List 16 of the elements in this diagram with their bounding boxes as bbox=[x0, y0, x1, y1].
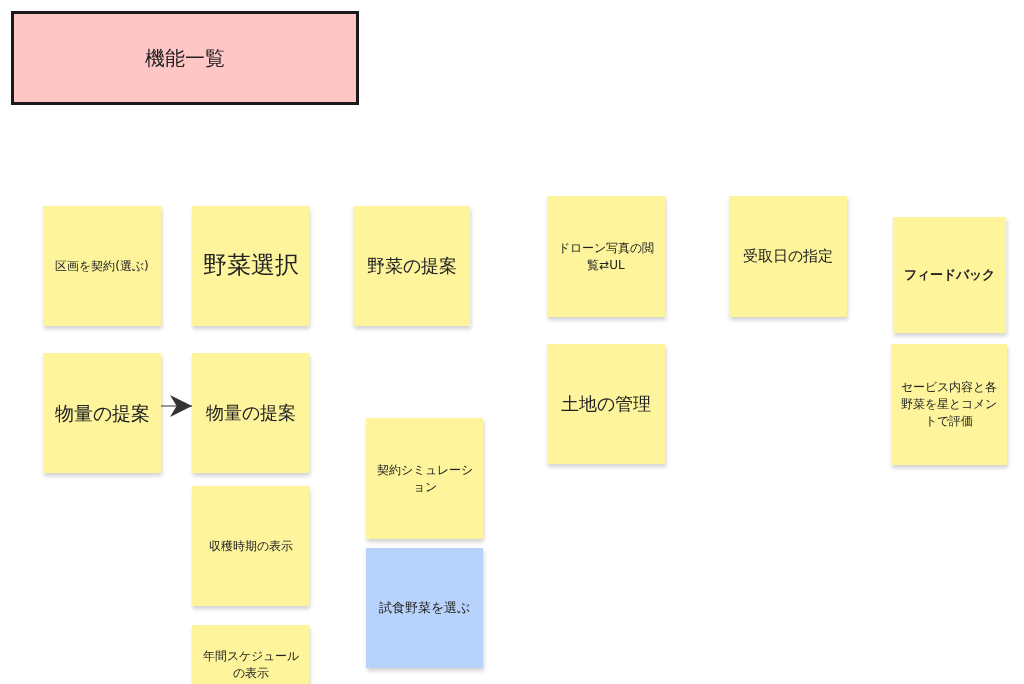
title-box: 機能一覧 bbox=[11, 11, 359, 105]
sticky-note: 年間スケジュールの表示 bbox=[192, 625, 309, 684]
sticky-note: 区画を契約(選ぶ) bbox=[43, 206, 161, 326]
sticky-note: 物量の提案 bbox=[43, 353, 161, 473]
sticky-note: ドローン写真の閲覧⇄UL bbox=[547, 196, 665, 317]
sticky-note: 野菜選択 bbox=[192, 206, 309, 326]
sticky-note: 収穫時期の表示 bbox=[192, 486, 309, 606]
sticky-note: 契約シミュレーション bbox=[366, 418, 483, 539]
sticky-note: 受取日の指定 bbox=[729, 196, 847, 317]
arrow bbox=[160, 395, 193, 417]
sticky-note: 野菜の提案 bbox=[353, 206, 470, 326]
sticky-note: 試食野菜を選ぶ bbox=[366, 548, 483, 668]
sticky-note: セービス内容と各野菜を星とコメントで評価 bbox=[891, 344, 1007, 465]
sticky-note: 土地の管理 bbox=[547, 344, 665, 464]
sticky-note: フィードバック bbox=[893, 217, 1006, 333]
sticky-note: 物量の提案 bbox=[192, 353, 309, 473]
